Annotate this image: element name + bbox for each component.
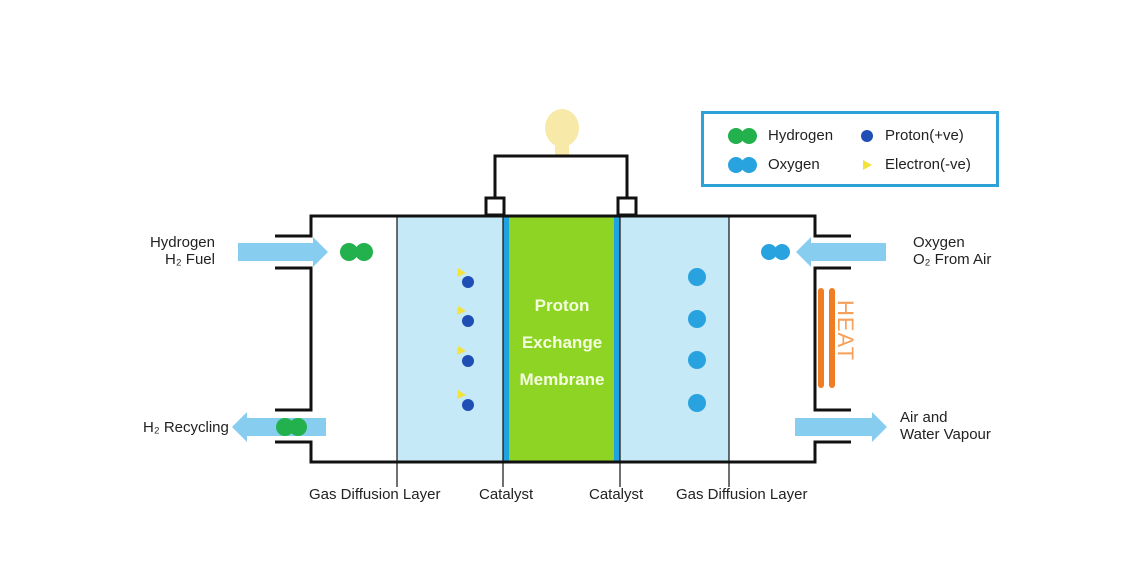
proton-electron-pairs bbox=[457, 268, 474, 411]
hydrogen-inlet-label: Hydrogen H₂ Fuel bbox=[149, 234, 215, 268]
legend-proton-label: Proton(+ve) bbox=[885, 127, 964, 144]
membrane-label-line2: Exchange bbox=[521, 333, 603, 352]
gdl-right-label: Gas Diffusion Layer bbox=[676, 486, 808, 503]
anode-gas-diffusion-layer bbox=[397, 216, 503, 462]
anode-terminal bbox=[484, 196, 506, 217]
cathode-catalyst bbox=[614, 216, 620, 462]
oxygen-molecule-inlet bbox=[761, 244, 790, 260]
legend-oxygen-label: Oxygen bbox=[768, 156, 820, 173]
gdl-left-label: Gas Diffusion Layer bbox=[309, 486, 441, 503]
legend-hydrogen-label: Hydrogen bbox=[768, 127, 834, 144]
external-circuit-wire bbox=[493, 154, 629, 198]
proton-exchange-membrane bbox=[509, 216, 614, 462]
anode-catalyst bbox=[503, 216, 509, 462]
fuel-cell-housing bbox=[275, 214, 851, 464]
hydrogen-inlet-arrow bbox=[238, 237, 328, 267]
membrane-label-line1: Proton bbox=[534, 296, 590, 315]
light-bulb-icon bbox=[545, 109, 579, 156]
exhaust-outlet-arrow bbox=[795, 412, 887, 442]
hydrogen-molecule-recycling bbox=[276, 418, 307, 436]
heat-label: HEAT bbox=[833, 300, 858, 362]
legend: Hydrogen Oxygen Proton(+ve) Electron(-ve… bbox=[701, 111, 999, 187]
catalyst-left-label: Catalyst bbox=[479, 486, 534, 503]
oxygen-inlet-label: Oxygen O₂ From Air bbox=[913, 234, 992, 268]
hydrogen-legend-icon bbox=[728, 128, 757, 144]
legend-electron-label: Electron(-ve) bbox=[885, 156, 971, 173]
heat-icon bbox=[818, 288, 835, 388]
cathode-terminal bbox=[616, 196, 638, 217]
hydrogen-molecule-inlet bbox=[340, 243, 373, 261]
electron-legend-icon bbox=[863, 160, 872, 170]
oxygen-atoms-cathode bbox=[688, 268, 706, 412]
membrane-label-line3: Membrane bbox=[519, 370, 605, 389]
cathode-gas-diffusion-layer bbox=[620, 216, 729, 462]
oxygen-inlet-arrow bbox=[796, 237, 886, 267]
h2-recycling-label: H₂ Recycling bbox=[143, 419, 229, 436]
catalyst-right-label: Catalyst bbox=[589, 486, 644, 503]
exhaust-label: Air and Water Vapour bbox=[900, 409, 991, 443]
oxygen-legend-icon bbox=[728, 157, 757, 173]
proton-legend-icon bbox=[861, 130, 873, 142]
